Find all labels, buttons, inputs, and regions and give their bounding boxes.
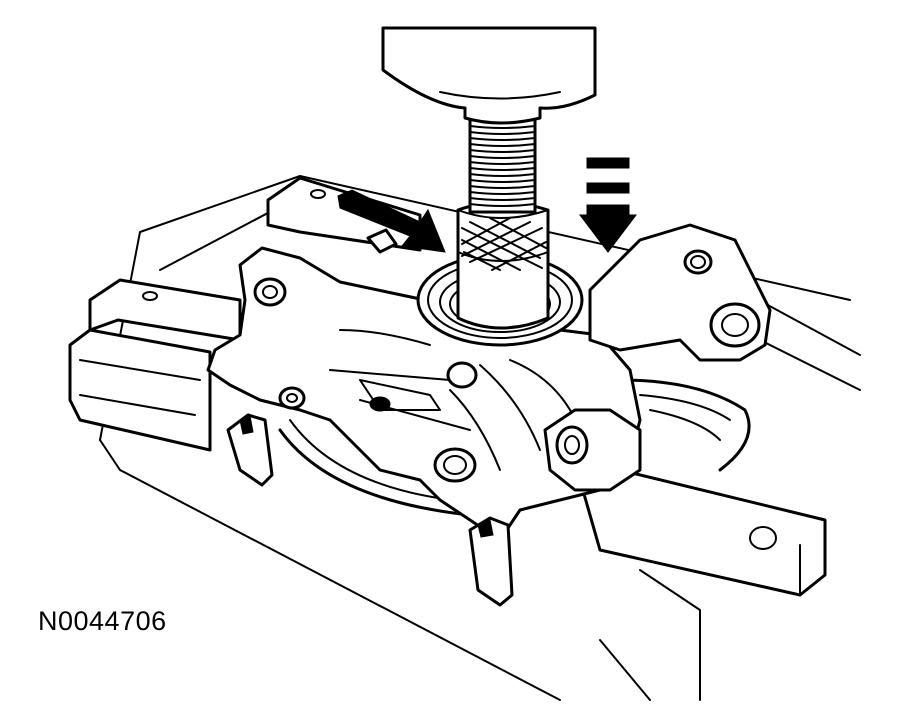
press-ram <box>381 26 597 125</box>
down-arrow-bar-3-icon <box>586 204 630 216</box>
left-mounting-ears <box>253 277 478 483</box>
upper-mounting-arm <box>588 223 772 362</box>
bolt-detail <box>359 379 441 412</box>
threaded-screw <box>468 110 537 214</box>
diagonal-arrow-icon <box>337 189 446 253</box>
figure-id-label: N0044706 <box>38 606 167 636</box>
backing-ring <box>278 378 751 517</box>
left-support-block <box>88 278 242 342</box>
down-arrow-bar-1-icon <box>586 157 630 169</box>
right-rail <box>578 468 827 597</box>
down-arrow-bar-2-icon <box>586 182 630 194</box>
clamp-jaws <box>226 413 514 607</box>
left-rail <box>68 328 212 452</box>
direction-arrows <box>337 157 638 254</box>
down-arrow-head-icon <box>578 214 638 253</box>
bearing-driver-cup <box>456 201 550 330</box>
diagonal-arrow-tail-icon <box>366 228 398 254</box>
lower-right-ear <box>543 408 642 492</box>
